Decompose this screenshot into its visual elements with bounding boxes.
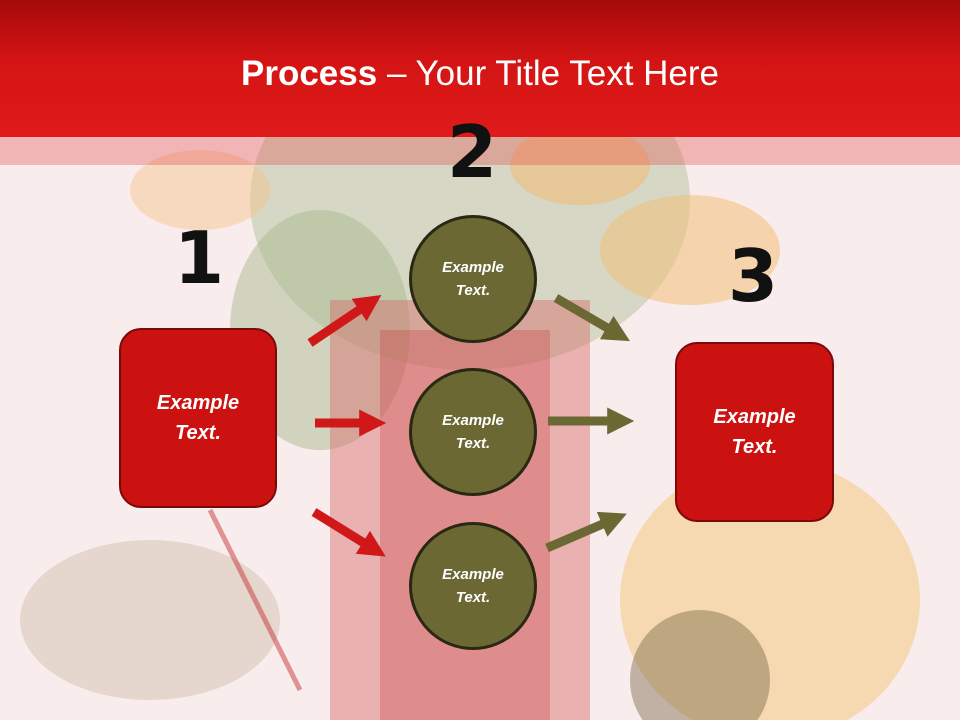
step-2-circle-2[interactable]: Example Text. [409,368,537,496]
step-2-circle-3[interactable]: Example Text. [409,522,537,650]
step-number-3: 3 [727,234,779,318]
title-bold: Process [241,54,378,93]
arrow-2a-to-3 [553,294,630,342]
step-2-circle-1[interactable]: Example Text. [409,215,537,343]
step-number-1: 1 [173,216,225,300]
header-bar [0,0,960,137]
header-band [0,137,960,165]
arrow-2c-to-3 [545,511,627,553]
title-rest: – Your Title Text Here [377,54,719,93]
slide-title[interactable]: Process – Your Title Text Here [0,52,960,96]
step-2-circle-3-text: Example Text. [442,566,504,606]
step-1-box[interactable]: Example Text. [119,328,277,508]
step-2-circle-2-text: Example Text. [442,412,504,452]
arrow-1-to-2a [307,294,382,347]
step-number-2: 2 [446,110,498,194]
step-2-circle-1-text: Example Text. [442,259,504,299]
step-1-text: Example Text. [156,392,240,444]
arrow-1-to-2c [311,508,386,557]
step-3-box[interactable]: Example Text. [675,342,834,522]
step-3-text: Example Text. [713,406,796,458]
